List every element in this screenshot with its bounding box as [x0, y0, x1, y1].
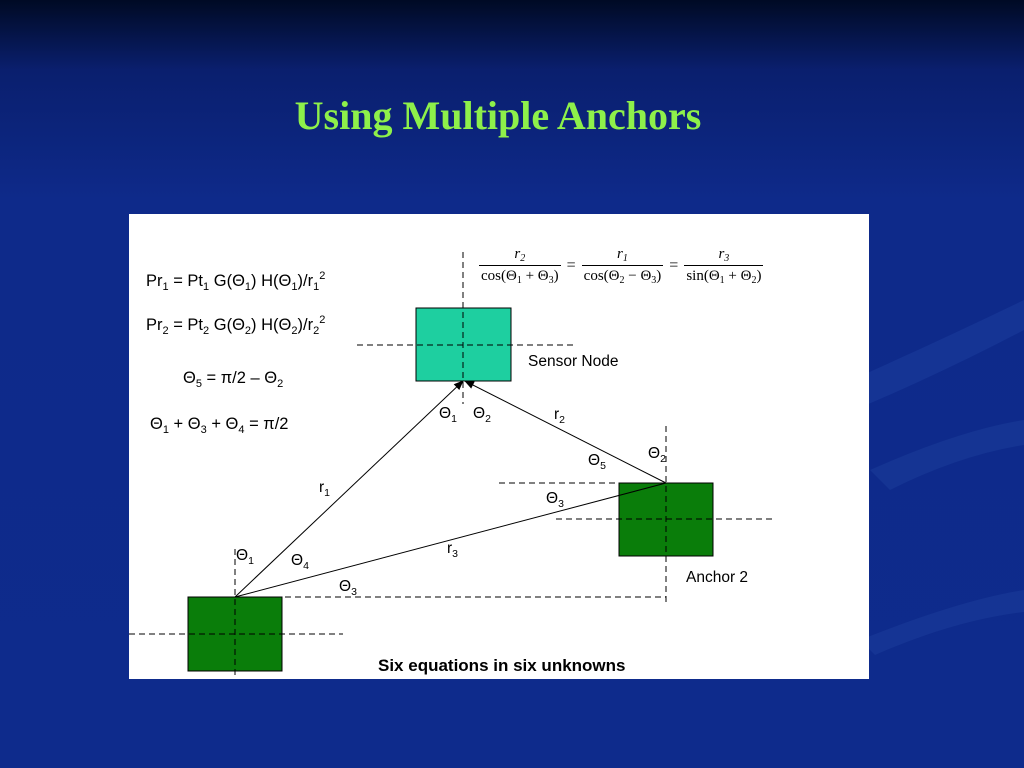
label-r2: r2 [554, 406, 566, 426]
diagram-canvas [129, 252, 774, 679]
label-theta1-bottom: Θ1 [236, 547, 254, 567]
label-r3: r3 [447, 540, 459, 560]
eq-theta5: Θ5 = π/2 – Θ2 [183, 369, 284, 390]
diagram-panel: Pr1 = Pt1 G(Θ1) H(Θ1)/r12 Pr2 = Pt2 G(Θ2… [129, 214, 869, 679]
label-theta2-top: Θ2 [473, 405, 491, 425]
eq-angle-sum: Θ1 + Θ3 + Θ4 = π/2 [150, 415, 289, 436]
label-theta5: Θ5 [588, 452, 606, 472]
eq-pr1: Pr1 = Pt1 G(Θ1) H(Θ1)/r12 [146, 270, 326, 293]
label-theta4: Θ4 [291, 552, 309, 572]
label-theta2-right: Θ2 [648, 445, 666, 465]
r3-line [234, 482, 667, 598]
eq-pr2: Pr2 = Pt2 G(Θ2) H(Θ2)/r22 [146, 314, 326, 337]
label-theta1-top: Θ1 [439, 405, 457, 425]
label-theta3-bottom: Θ3 [339, 578, 357, 598]
sensor-node-label: Sensor Node [528, 353, 619, 370]
fraction-1: r2 cos(Θ1 + Θ3) [479, 246, 561, 286]
eq-ratio: r2 cos(Θ1 + Θ3) = r1 cos(Θ2 − Θ3) = r3 s… [479, 246, 764, 286]
anchor2-label: Anchor 2 [686, 569, 749, 586]
fraction-3: r3 sin(Θ1 + Θ2) [684, 246, 764, 286]
r1-line [234, 380, 464, 598]
label-r1: r1 [319, 479, 331, 499]
r2-line [464, 380, 667, 484]
diagram-caption: Six equations in six unknowns [378, 656, 626, 675]
slide-title: Using Multiple Anchors [294, 93, 702, 138]
label-theta3-right: Θ3 [546, 490, 564, 510]
fraction-2: r1 cos(Θ2 − Θ3) [581, 246, 664, 286]
